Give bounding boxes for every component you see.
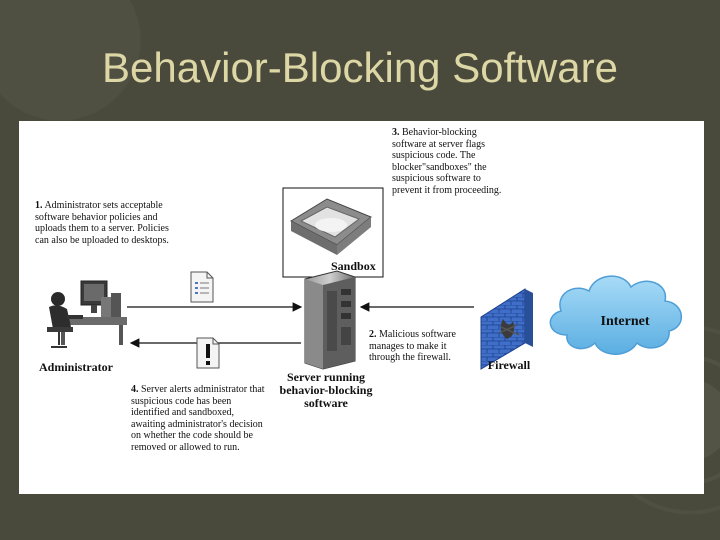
step-1-text: Administrator sets acceptable software b… — [35, 200, 169, 246]
step-2-note: 2. Malicious software manages to make it… — [369, 329, 469, 364]
server-label: Server running behavior-blocking softwar… — [279, 370, 373, 410]
server-icon — [304, 270, 356, 370]
sandbox-label: Sandbox — [331, 259, 376, 273]
firewall-label: Firewall — [487, 358, 531, 372]
step-3-number: 3. — [392, 127, 400, 138]
policy-document-icon — [190, 271, 214, 303]
step-1-number: 1. — [35, 200, 43, 211]
administrator-workstation-icon — [47, 280, 127, 348]
step-2-text: Malicious software manages to make it th… — [369, 329, 456, 363]
alert-document-icon — [196, 337, 220, 369]
step-3-note: 3. Behavior-blocking software at server … — [392, 127, 512, 196]
step-2-number: 2. — [369, 329, 377, 340]
step-4-number: 4. — [131, 384, 139, 395]
step-3-text: Behavior-blocking software at server fla… — [392, 127, 502, 196]
internet-label: Internet — [600, 314, 650, 329]
sandbox-icon — [282, 187, 384, 278]
diagram-panel: 1. Administrator sets acceptable softwar… — [19, 121, 704, 494]
administrator-label: Administrator — [39, 360, 113, 374]
internet-cloud-icon — [549, 275, 682, 355]
step-4-text: Server alerts administrator that suspici… — [131, 384, 265, 453]
firewall-icon — [480, 288, 533, 370]
diagram-graphics — [47, 187, 682, 370]
step-1-note: 1. Administrator sets acceptable softwar… — [35, 200, 185, 246]
step-4-note: 4. Server alerts administrator that susp… — [131, 384, 269, 453]
slide-title: Behavior-Blocking Software — [102, 44, 618, 91]
